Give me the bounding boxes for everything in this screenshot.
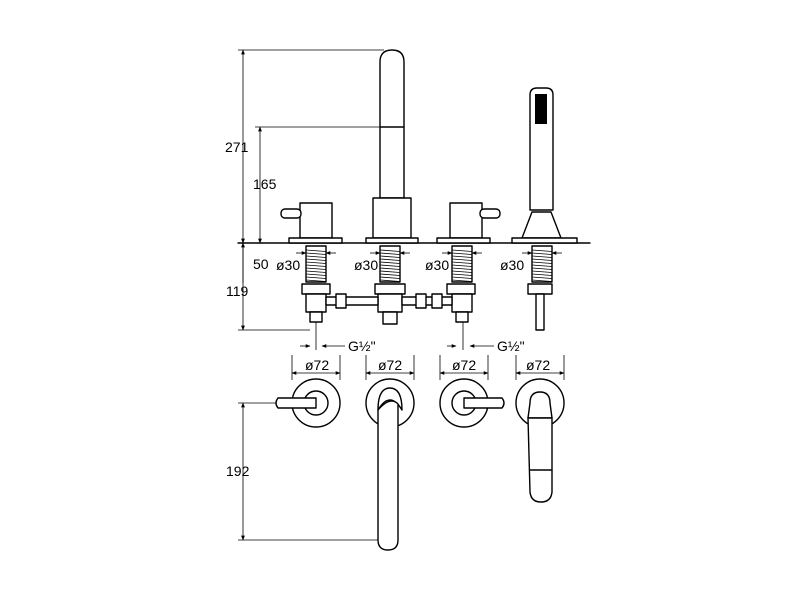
thread-line xyxy=(305,261,327,264)
rosette-dia-label-2: ø72 xyxy=(378,357,402,373)
thread-line xyxy=(451,261,473,264)
thread-line xyxy=(451,273,473,276)
thread-line xyxy=(531,264,553,267)
thread-line xyxy=(451,249,473,252)
thread-line xyxy=(379,267,401,270)
thread-line xyxy=(531,273,553,276)
shower-head-slot xyxy=(535,94,547,124)
pipe-thread-label-left: G½" xyxy=(348,338,376,354)
thread-line xyxy=(379,261,401,264)
left-mixer-body xyxy=(280,202,343,244)
thread-line xyxy=(531,270,553,273)
shank-dia-label-4: ø30 xyxy=(500,257,524,273)
spout-body xyxy=(365,49,419,244)
thread-line xyxy=(531,279,553,282)
thread-line xyxy=(305,267,327,270)
thread-line xyxy=(531,252,553,255)
valve-assembly xyxy=(301,283,553,331)
plan-view xyxy=(275,378,565,551)
thread-line xyxy=(379,255,401,258)
thread-line xyxy=(451,258,473,261)
right-mixer-body xyxy=(436,202,501,244)
dimension-below-deck: 119 xyxy=(226,242,310,331)
pipe-thread-dims: G½" G½" xyxy=(300,322,525,354)
thread-line xyxy=(379,276,401,279)
shank-diameter-dims: ø30 ø30 ø30 ø30 xyxy=(276,251,562,273)
thread-line xyxy=(305,249,327,252)
thread-line xyxy=(379,252,401,255)
thread-line xyxy=(531,276,553,279)
thread-line xyxy=(379,264,401,267)
thread-line xyxy=(451,264,473,267)
thread-line xyxy=(305,258,327,261)
thread-line xyxy=(451,270,473,273)
thread-line xyxy=(305,279,327,282)
thread-line xyxy=(451,252,473,255)
thread-line xyxy=(451,255,473,258)
thread-line xyxy=(305,255,327,258)
dim-label-50: 50 xyxy=(253,256,269,272)
thread-line xyxy=(379,258,401,261)
thread-line xyxy=(451,276,473,279)
shank-dia-label-1: ø30 xyxy=(276,257,300,273)
rosette-dia-label-4: ø72 xyxy=(526,357,550,373)
thread-line xyxy=(305,270,327,273)
thread-line xyxy=(379,273,401,276)
thread-line xyxy=(451,267,473,270)
thread-line xyxy=(305,252,327,255)
thread-line xyxy=(531,255,553,258)
thread-line xyxy=(531,261,553,264)
shank-dia-label-2: ø30 xyxy=(354,257,378,273)
thread-line xyxy=(305,273,327,276)
rosette-dia-label-3: ø72 xyxy=(452,357,476,373)
rosette-dia-label-1: ø72 xyxy=(305,357,329,373)
thread-line xyxy=(379,270,401,273)
thread-line xyxy=(531,249,553,252)
pipe-thread-label-right: G½" xyxy=(497,338,525,354)
dim-label-119: 119 xyxy=(226,283,249,299)
thread-line xyxy=(451,279,473,282)
threaded-shanks xyxy=(305,245,553,283)
dim-label-192: 192 xyxy=(226,463,250,479)
thread-line xyxy=(379,249,401,252)
rosette-diameter-dims: ø72 ø72 ø72 ø72 xyxy=(291,355,565,380)
hand-shower-body xyxy=(511,87,578,244)
thread-line xyxy=(305,264,327,267)
thread-line xyxy=(379,279,401,282)
shank-dia-label-3: ø30 xyxy=(425,257,449,273)
dim-label-271: 271 xyxy=(225,139,249,155)
dim-label-165: 165 xyxy=(253,176,277,192)
dimension-spout-height: 165 xyxy=(253,126,396,244)
thread-line xyxy=(531,267,553,270)
dimension-total-height: 271 xyxy=(225,49,384,244)
thread-line xyxy=(531,258,553,261)
thread-line xyxy=(305,276,327,279)
dimension-deck-spacing: 50 xyxy=(242,243,269,283)
